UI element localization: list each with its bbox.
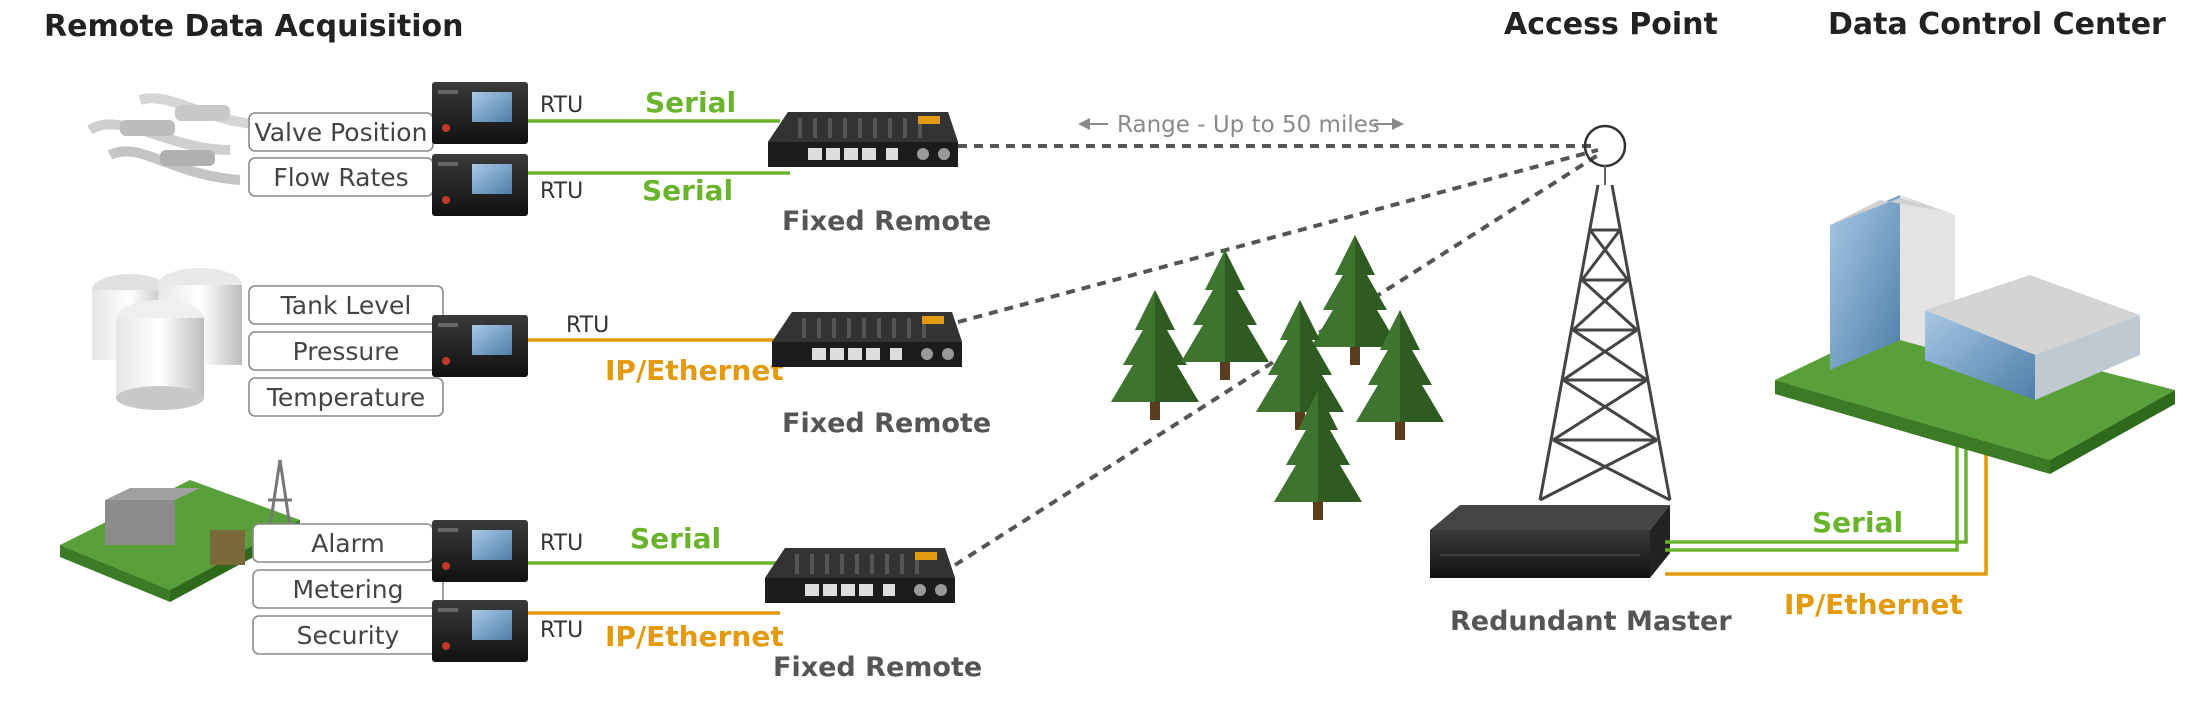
box-temperature: Temperature bbox=[248, 377, 444, 417]
tower-illustration bbox=[1538, 124, 1672, 502]
rtu-device bbox=[432, 600, 528, 662]
serial-link bbox=[1665, 425, 1959, 552]
serial-label: Serial bbox=[1812, 506, 1903, 539]
label-fixed-remote: Fixed Remote bbox=[782, 408, 991, 439]
label-fixed-remote: Fixed Remote bbox=[782, 206, 991, 237]
label-fixed-remote: Fixed Remote bbox=[773, 652, 982, 683]
rtu-label: RTU bbox=[540, 618, 583, 643]
redundant-master-device bbox=[1430, 505, 1670, 578]
ip-ethernet-link bbox=[1665, 425, 1988, 576]
pipeline-illustration bbox=[87, 93, 271, 185]
radio-fixed-remote bbox=[768, 112, 958, 167]
box-valve-position: Valve Position bbox=[248, 112, 434, 152]
tanks-illustration bbox=[92, 268, 242, 410]
rtu-label: RTU bbox=[540, 93, 583, 118]
rtu-label: RTU bbox=[566, 313, 609, 338]
heading-remote-data-acquisition: Remote Data Acquisition bbox=[44, 9, 463, 44]
serial-label: Serial bbox=[630, 522, 721, 555]
svg-text:Temperature: Temperature bbox=[266, 383, 425, 412]
box-security: Security bbox=[252, 615, 444, 655]
data-center-building-illustration bbox=[1775, 195, 2175, 474]
svg-text:Security: Security bbox=[297, 621, 400, 650]
radio-link-dashed bbox=[953, 153, 1600, 567]
box-pressure: Pressure bbox=[248, 331, 444, 371]
ip-ethernet-label: IP/Ethernet bbox=[605, 620, 784, 653]
rtu-device bbox=[432, 82, 528, 144]
label-redundant-master: Redundant Master bbox=[1450, 606, 1732, 637]
svg-text:Alarm: Alarm bbox=[311, 529, 385, 558]
radio-fixed-remote bbox=[772, 312, 962, 367]
svg-text:Flow Rates: Flow Rates bbox=[273, 163, 408, 192]
svg-text:Metering: Metering bbox=[292, 575, 403, 604]
ip-ethernet-label: IP/Ethernet bbox=[605, 354, 784, 387]
serial-label: Serial bbox=[645, 86, 736, 119]
rtu-device bbox=[432, 315, 528, 377]
rtu-device bbox=[432, 154, 528, 216]
range-indicator: Range - Up to 50 miles bbox=[1078, 112, 1404, 138]
heading-data-control-center: Data Control Center bbox=[1828, 7, 2166, 42]
radio-link-dashed bbox=[957, 148, 1599, 324]
svg-text:Pressure: Pressure bbox=[293, 337, 400, 366]
rtu-label: RTU bbox=[540, 179, 583, 204]
serial-label: Serial bbox=[642, 174, 733, 207]
box-metering: Metering bbox=[252, 569, 444, 609]
svg-text:Range - Up to 50 miles: Range - Up to 50 miles bbox=[1117, 112, 1380, 138]
serial-link bbox=[1665, 425, 1968, 544]
box-flow-rates: Flow Rates bbox=[248, 157, 434, 197]
rtu-device bbox=[432, 520, 528, 582]
svg-text:Valve Position: Valve Position bbox=[255, 118, 428, 147]
box-alarm: Alarm bbox=[252, 523, 434, 563]
rtu-label: RTU bbox=[540, 531, 583, 556]
heading-access-point: Access Point bbox=[1504, 7, 1718, 42]
ip-ethernet-label: IP/Ethernet bbox=[1784, 588, 1963, 621]
svg-text:Tank Level: Tank Level bbox=[280, 291, 412, 320]
box-tank-level: Tank Level bbox=[248, 285, 444, 325]
radio-fixed-remote bbox=[765, 548, 955, 603]
trees-illustration bbox=[1111, 235, 1444, 520]
